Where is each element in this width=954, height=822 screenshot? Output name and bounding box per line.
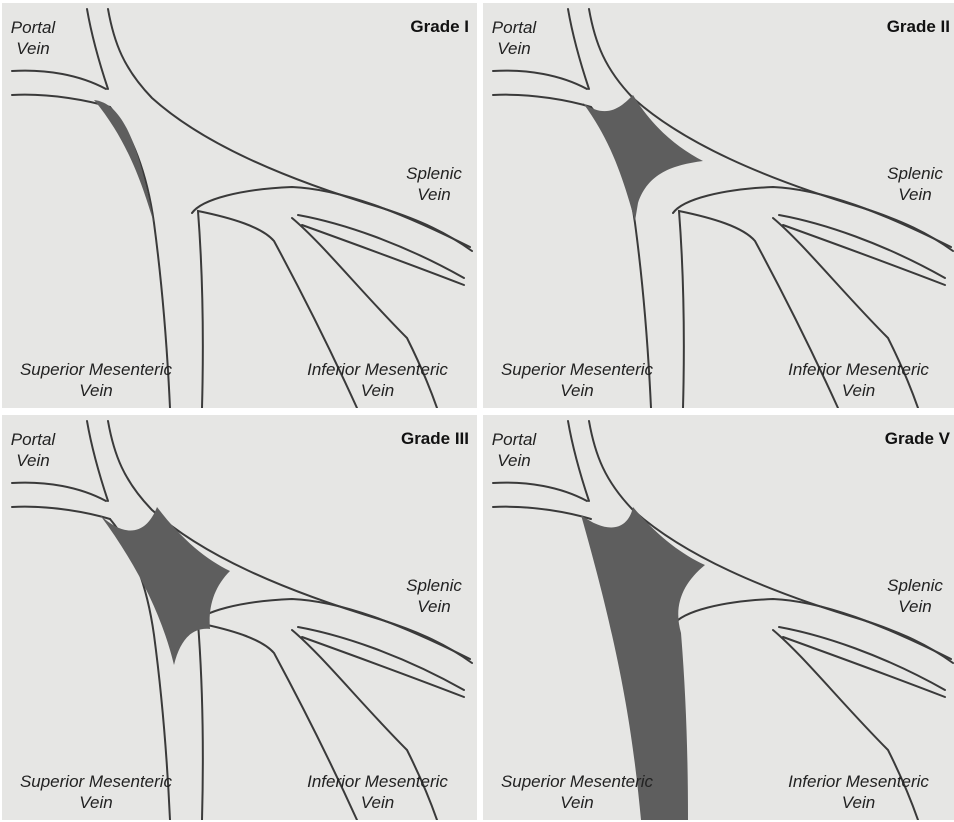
- grade-title: Grade III: [401, 429, 469, 449]
- thrombus-shading: [94, 100, 154, 223]
- grade-title: Grade II: [887, 17, 950, 37]
- thrombus-shading: [100, 507, 230, 665]
- vein-diagram: [483, 3, 954, 408]
- vein-diagram: [2, 3, 477, 408]
- vein-diagram: [2, 415, 477, 820]
- grade-title: Grade V: [885, 429, 950, 449]
- vein-diagram: [483, 415, 954, 820]
- grade-title: Grade I: [410, 17, 469, 37]
- thrombus-shading: [583, 95, 703, 221]
